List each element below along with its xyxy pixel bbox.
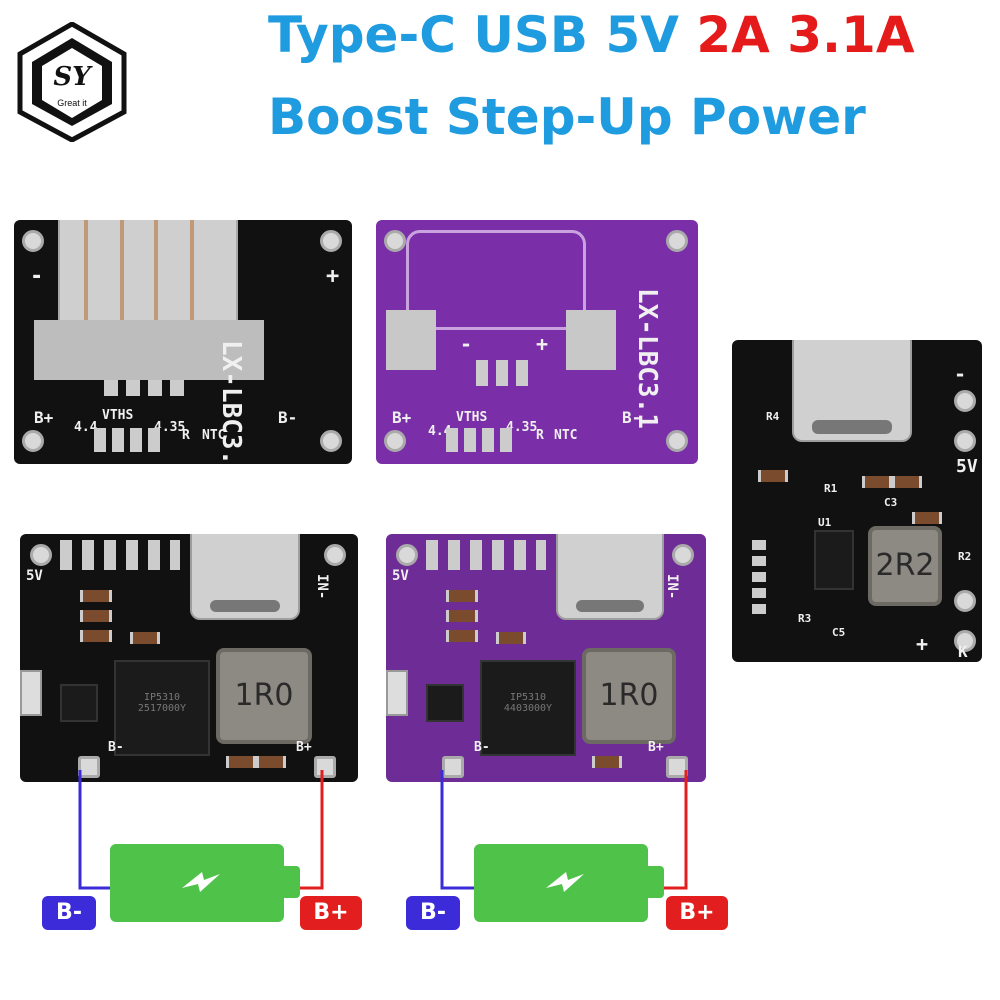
board3-r1: R1: [824, 482, 838, 495]
board1-r: R: [182, 428, 190, 443]
board4-ic: IP5310 2517000Y: [114, 660, 210, 756]
board2-bminus: B-: [622, 408, 642, 427]
board3-ic: [814, 530, 854, 590]
board1-bplus: B+: [34, 408, 54, 427]
brand-logo: SY Great it: [12, 21, 132, 143]
board5-bplus: B+: [648, 740, 664, 755]
board4-ic-label: IP5310: [143, 692, 181, 703]
board1-model: LX-LBC3.1: [216, 340, 246, 464]
logo-tagline: Great it: [57, 98, 87, 108]
board1-bminus: B-: [278, 408, 298, 427]
battery-1-bminus-label: B-: [42, 896, 96, 930]
board1-minus: -: [30, 264, 44, 289]
battery-2-bminus-label: B-: [406, 896, 460, 930]
board2-ntc: NTC: [554, 428, 578, 443]
board-black-ip5310: 5V IN- IP5310 2517000Y 1R0 B- B+: [20, 534, 358, 782]
board4-inductor: 1R0: [216, 648, 312, 744]
board2-4v4: 4.4: [428, 424, 452, 439]
board3-u1: U1: [818, 516, 832, 529]
board3-c5: C5: [832, 626, 846, 639]
board3-c3: C3: [884, 496, 898, 509]
board-purple-usb-a: LX-LBC3.1 - + B+ B- 4.4 VTHS 4.35 R NTC: [376, 220, 698, 464]
title-current: 2A 3.1A: [696, 6, 915, 64]
board2-vths: VTHS: [456, 410, 488, 425]
board-black-usb-a: LX-LBC3.1 - + B+ B- 4.4 VTHS 4.35 R NTC: [14, 220, 352, 464]
board4-5v: 5V: [26, 568, 43, 584]
battery-2: [474, 844, 664, 922]
lightning-icon: [546, 872, 584, 892]
title-line-2: Boost Step-Up Power: [268, 88, 866, 146]
board2-bplus: B+: [392, 408, 412, 427]
logo-monogram: SY: [53, 62, 91, 92]
title-spec: Type-C USB 5V: [268, 6, 679, 64]
board5-ic-code: 4403000Y: [503, 703, 553, 714]
wiring-diagram-2: [440, 770, 688, 890]
board3-r3: R3: [798, 612, 812, 625]
board5-5v: 5V: [392, 568, 409, 584]
board3-r2: R2: [958, 550, 972, 563]
board3-k: K: [958, 642, 968, 661]
board1-plus: +: [326, 264, 340, 289]
board3-minus: -: [954, 362, 967, 386]
board2-plus: +: [536, 332, 549, 356]
board5-ic-label: IP5310: [509, 692, 547, 703]
board3-r4: R4: [766, 410, 780, 423]
board2-r: R: [536, 428, 544, 443]
board5-inductor: 1R0: [582, 648, 676, 744]
board2-minus: -: [460, 332, 473, 356]
board5-bminus: B-: [474, 740, 490, 755]
board3-inductor: 2R2: [868, 526, 942, 606]
title-line-1: Type-C USB 5V 2A 3.1A: [268, 6, 915, 64]
wiring-diagram-1: [78, 770, 324, 890]
battery-1-bplus-label: B+: [300, 896, 362, 930]
board5-in-minus: IN-: [664, 574, 680, 600]
board4-in-minus: IN-: [314, 574, 330, 600]
battery-1: [110, 844, 300, 922]
board1-vths: VTHS: [102, 408, 134, 423]
board-black-type-c: - 5V + K R1 R2 R3 R4 C3 C5 U1 2R2: [732, 340, 982, 662]
battery-2-bplus-label: B+: [666, 896, 728, 930]
board1-4v4: 4.4: [74, 420, 98, 435]
board5-ic: IP5310 4403000Y: [480, 660, 576, 756]
board4-ic-code: 2517000Y: [137, 703, 187, 714]
board-purple-ip5310: 5V IN- IP5310 4403000Y 1R0 B- B+: [386, 534, 706, 782]
lightning-icon: [182, 872, 220, 892]
board3-5v: 5V: [956, 456, 978, 477]
type-c-port: [190, 534, 300, 620]
board4-bplus: B+: [296, 740, 312, 755]
board4-bminus: B-: [108, 740, 124, 755]
board1-ntc: NTC: [202, 428, 226, 443]
board3-plus: +: [916, 632, 929, 656]
